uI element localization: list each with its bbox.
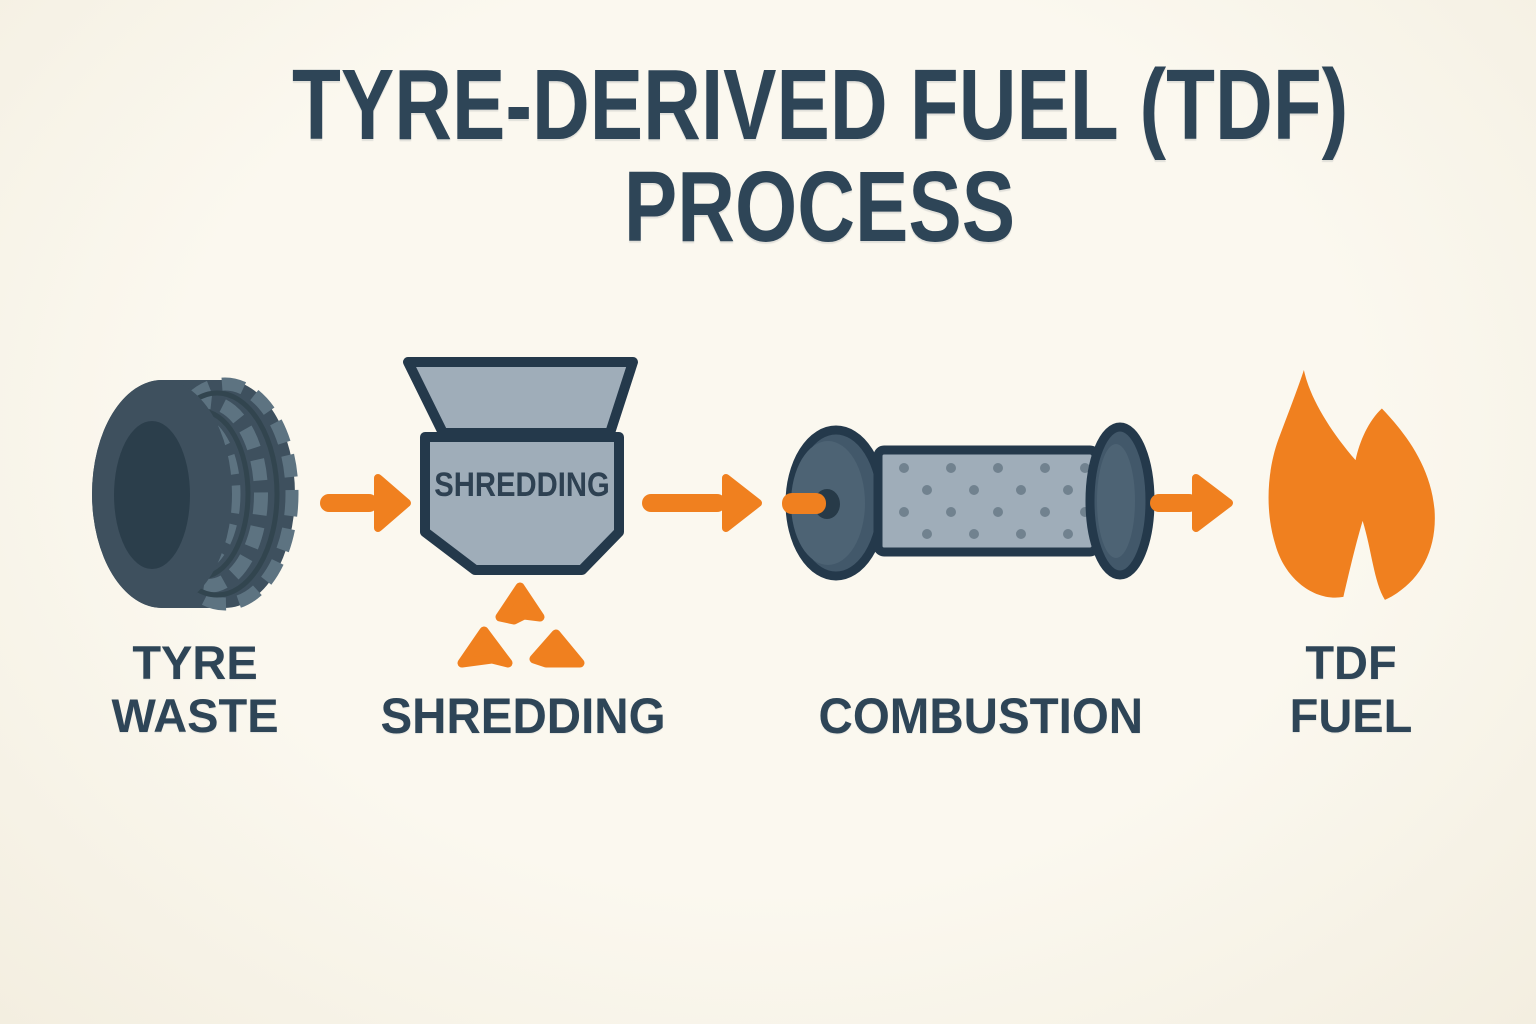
tyre-icon [90, 377, 299, 611]
title-line-1: TYRE-DERIVED FUEL (TDF) [291, 49, 1349, 161]
shredder-hopper-icon [400, 355, 645, 580]
combustion-drum-icon [780, 422, 1155, 581]
flame-icon [1263, 368, 1441, 606]
title-line-2: PROCESS [624, 151, 1016, 263]
arrow-right-icon [316, 468, 414, 538]
rubber-chunks-icon [450, 575, 590, 670]
page-title: TYRE-DERIVED FUEL (TDF) PROCESS [0, 54, 1536, 258]
label-tdf-fuel: TDF FUEL [1289, 636, 1413, 742]
arrow-right-icon [1150, 468, 1235, 538]
label-tyre-waste: TYRE WASTE [111, 636, 279, 742]
label-shredding: SHREDDING [380, 688, 666, 744]
label-combustion: COMBUSTION [818, 688, 1144, 744]
shredder-machine-label: SHREDDING [434, 466, 611, 504]
arrow-right-icon [640, 468, 765, 538]
